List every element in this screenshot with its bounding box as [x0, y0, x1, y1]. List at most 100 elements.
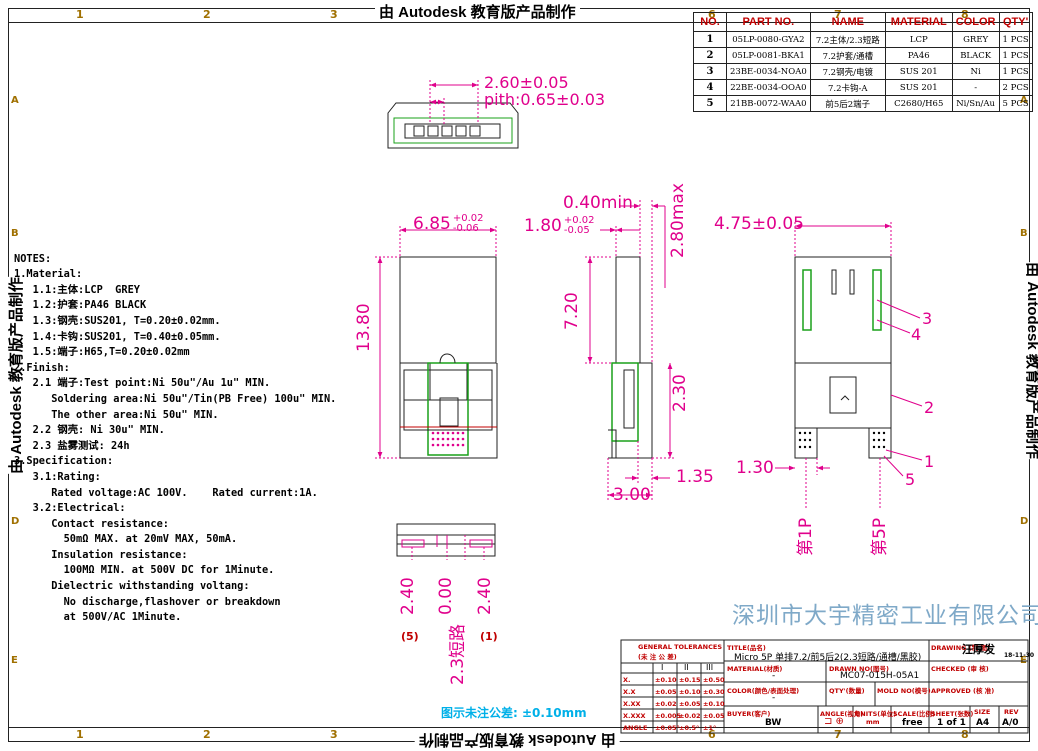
tb-gen-tol: GENERAL TOLERANCES: [638, 643, 723, 651]
notes-line: Dielectric withstanding voltang:: [14, 580, 250, 593]
notes-line: No discharge,flashover or breakdown: [14, 595, 281, 608]
tb-units-label: UNITS(单位): [855, 710, 897, 718]
tb-buyer-label: BUYER(客户): [727, 710, 771, 718]
tb-tol-row-label: ANGLE: [623, 724, 648, 732]
notes-line: NOTES:: [14, 252, 52, 265]
notes-line: at 500V/AC 1Minute.: [14, 611, 182, 624]
bom-cell: 前5后2端子: [809, 95, 886, 112]
tb-scale-label: SCALE(比例): [893, 710, 936, 718]
balloon-4: 4: [911, 325, 922, 344]
tb-rev-value: A/0: [1002, 718, 1019, 728]
tb-size-value: A4: [976, 718, 990, 728]
notes-line: 1.Material:: [14, 268, 83, 281]
bom-header: COLOR: [951, 12, 1000, 32]
notes-line: 1.1:主体:LCP GREY: [14, 283, 140, 296]
dim-bot-240-right: 2.40: [475, 577, 495, 615]
title-block: [620, 639, 1029, 734]
tb-tol-cell: ±0.10: [655, 676, 677, 684]
tb-sheet-value: 1 of 1: [937, 718, 966, 728]
notes-line: The other area:Ni 50u" MIN.: [14, 408, 219, 421]
tb-drawing-value: 汪厚发: [962, 643, 995, 656]
zone-strip-bottom: 1 2 3 6 7 8: [8, 727, 1030, 742]
zone-label: 6: [708, 728, 716, 741]
tb-qty-label: QTY'(数量): [829, 687, 865, 695]
tb-size-label: SIZE: [974, 708, 991, 716]
notes-line: 1.5:端子:H65,T=0.20±0.02mm: [14, 346, 190, 359]
tb-drawn-no-label: DRAWN NO(图号): [829, 665, 889, 673]
tb-units-value: mm: [866, 718, 880, 726]
dim-side-135: 1.35: [676, 467, 714, 487]
right-view-contacts: [798, 431, 886, 449]
notes-line: 1.2:护套:PA46 BLACK: [14, 299, 147, 312]
tb-color-label: COLOR(颜色/表面处理): [727, 687, 800, 695]
zone-label: 1: [76, 728, 84, 741]
zone-label: B: [1020, 228, 1028, 239]
tb-tol-cell: ±0.10: [679, 688, 701, 696]
company-name: 深圳市大宇精密工业有限公司: [732, 603, 1038, 629]
zone-label: 1: [76, 8, 84, 21]
tb-tol-cell: ±1°: [703, 724, 717, 732]
dim-bot-000: 0.00: [436, 577, 456, 615]
zone-label: A: [11, 95, 19, 106]
notes-line: 1.3:钢壳:SUS201, T=0.20±0.02mm.: [14, 314, 221, 327]
notes-line: 3.1:Rating:: [14, 470, 101, 483]
notes-line: Insulation resistance:: [14, 548, 188, 561]
dim-top-width: 2.60±0.05: [484, 73, 569, 92]
zone-label: D: [11, 516, 20, 527]
front-view: [375, 226, 498, 459]
side-view: [585, 200, 676, 500]
notes-line: 2.Finish:: [14, 361, 70, 374]
dim-side-720: 7.20: [562, 292, 582, 330]
dim-tol-down: -0.06: [452, 223, 479, 234]
tb-scale-value: free: [902, 718, 923, 728]
notes-line: 100MΩ MIN. at 500V DC for 1Minute.: [14, 564, 275, 577]
balloon-3: 3: [922, 309, 933, 328]
tb-drawn-no-value: MC07-015H-05A1: [840, 671, 920, 681]
tb-tol-row-label: X.XXX: [623, 712, 646, 720]
dim-front-width-main: 6.85: [413, 214, 451, 234]
tb-tol-col: III: [706, 663, 714, 672]
dim-front-height: 13.80: [354, 303, 374, 352]
bom-cell: 1 PCS: [998, 47, 1033, 64]
bom-cell: 5: [693, 95, 727, 112]
zone-label: 3: [330, 728, 338, 741]
zone-label: 8: [961, 728, 969, 741]
tb-buyer-value: BW: [765, 718, 782, 728]
bottom-view: [396, 523, 496, 560]
tb-tol-col: I: [661, 663, 664, 672]
notes-line: Soldering area:Ni 50u"/Tin(PB Free) 100u…: [14, 392, 337, 405]
dim-side-thk-main: 1.80: [524, 216, 562, 236]
tb-angle-label: ANGLE(视角): [820, 710, 864, 718]
dim-bot-240-left: 2.40: [398, 577, 418, 615]
notes-line: 2.3 盐雾测试: 24h: [14, 439, 130, 452]
zone-label: 2: [203, 8, 211, 21]
dim-bot-short: 2.3短路: [448, 623, 468, 685]
dim-right-130: 1.30: [736, 458, 774, 478]
dim-side-max: 2.80max: [668, 183, 688, 258]
tb-gen-tol-sub: (未 注 公 差): [638, 653, 677, 661]
tb-sheet-label: SHEET(张数): [931, 710, 974, 718]
notes-line: Rated voltage:AC 100V. Rated current:1A.: [14, 486, 318, 499]
tb-tol-row-label: X.XX: [623, 700, 641, 708]
tb-title-label: TITLE(品名): [727, 644, 766, 652]
header-stamp: 由 Autodesk 教育版产品制作: [375, 1, 580, 22]
tb-material-value: -: [772, 671, 776, 681]
tb-drawing-date: 18-11-30: [1004, 652, 1035, 659]
tb-tol-col: II: [684, 663, 689, 672]
tb-color-value: -: [772, 693, 776, 703]
zone-label: 3: [330, 8, 338, 21]
dim-tol-up: +0.02: [563, 215, 595, 226]
dim-side-230: 2.30: [670, 374, 690, 412]
tb-rev-label: REV: [1004, 708, 1019, 716]
zone-label: E: [11, 655, 18, 666]
tb-approved-label: APPROVED (核 准): [931, 687, 995, 695]
pin-label-1: (1): [480, 630, 498, 643]
pin-label-5: (5): [401, 630, 419, 643]
dim-tol-up: +0.02: [452, 213, 484, 224]
tb-tol-cell: ±0.30: [703, 688, 725, 696]
pin1-label: 第1P: [796, 517, 816, 556]
